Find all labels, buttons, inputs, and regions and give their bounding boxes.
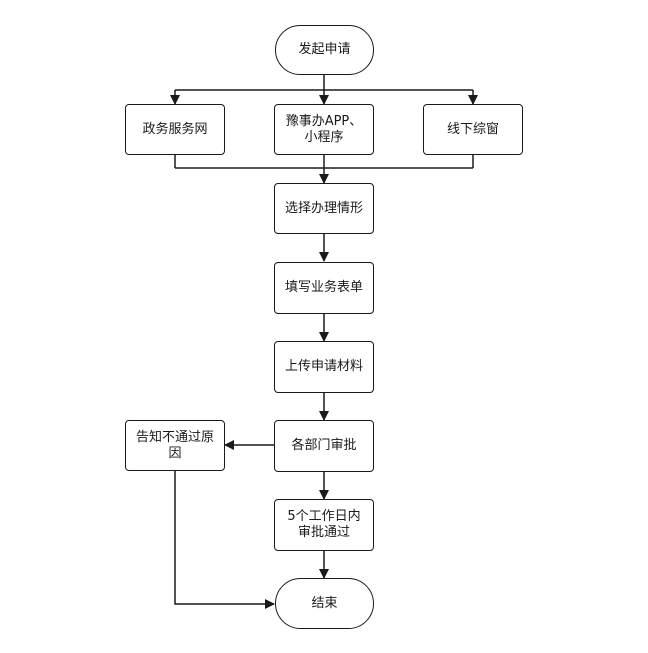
- offline-label: 线下综窗: [446, 121, 499, 137]
- reject-node: 告知不通过原因: [125, 420, 225, 471]
- choose-node: 选择办理情形: [274, 183, 374, 234]
- upload-label: 上传申请材料: [284, 359, 363, 374]
- upload-node: 上传申请材料: [274, 341, 374, 393]
- reject-label: 告知不通过原因: [135, 429, 214, 461]
- app-node: 豫事办APP、小程序: [274, 104, 374, 155]
- choose-label: 选择办理情形: [284, 200, 363, 216]
- approved-node: 5个工作日内审批通过: [274, 499, 374, 551]
- app-label: 豫事办APP、小程序: [285, 113, 363, 145]
- edge-reject-end: [174, 470, 275, 609]
- start-node: 发起申请: [275, 25, 374, 75]
- approved-label: 5个工作日内审批通过: [287, 509, 361, 540]
- end-node: 结束: [275, 578, 374, 629]
- gov-portal-label: 政务服务网: [142, 121, 208, 137]
- review-label: 各部门审批: [291, 438, 357, 453]
- offline-node: 线下综窗: [423, 104, 523, 155]
- fill-node: 填写业务表单: [274, 262, 374, 314]
- review-node: 各部门审批: [274, 420, 374, 472]
- end-label: 结束: [311, 595, 338, 611]
- fill-label: 填写业务表单: [284, 280, 363, 295]
- start-label: 发起申请: [298, 42, 351, 57]
- gov-portal-node: 政务服务网: [125, 104, 225, 155]
